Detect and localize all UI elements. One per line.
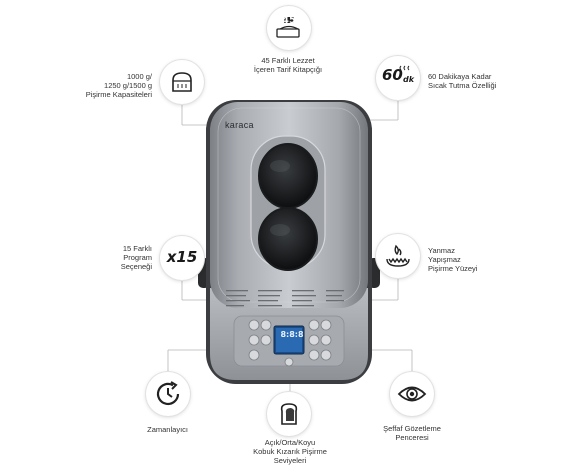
lcd-display: 8:8:8 xyxy=(280,330,304,339)
program-count: x15 xyxy=(166,248,198,266)
programs-icon xyxy=(160,236,204,280)
keep-warm-unit: dk xyxy=(403,75,415,84)
keep-warm-minutes: 60 xyxy=(382,66,403,84)
timer-clock-icon xyxy=(146,372,190,416)
recipe-count: 45 xyxy=(282,15,296,26)
brand-logo: karaca xyxy=(225,120,254,130)
eye-icon xyxy=(390,372,434,416)
recipe-book-icon xyxy=(267,6,311,50)
bread-maker-image xyxy=(198,100,380,384)
bread-capacity-icon xyxy=(160,60,204,104)
non-stick-pan-icon xyxy=(376,234,420,278)
bread-toast-icon xyxy=(267,392,311,436)
keep-warm-icon xyxy=(376,56,420,100)
feature-timer-label: Zamanlayıcı xyxy=(147,425,188,434)
